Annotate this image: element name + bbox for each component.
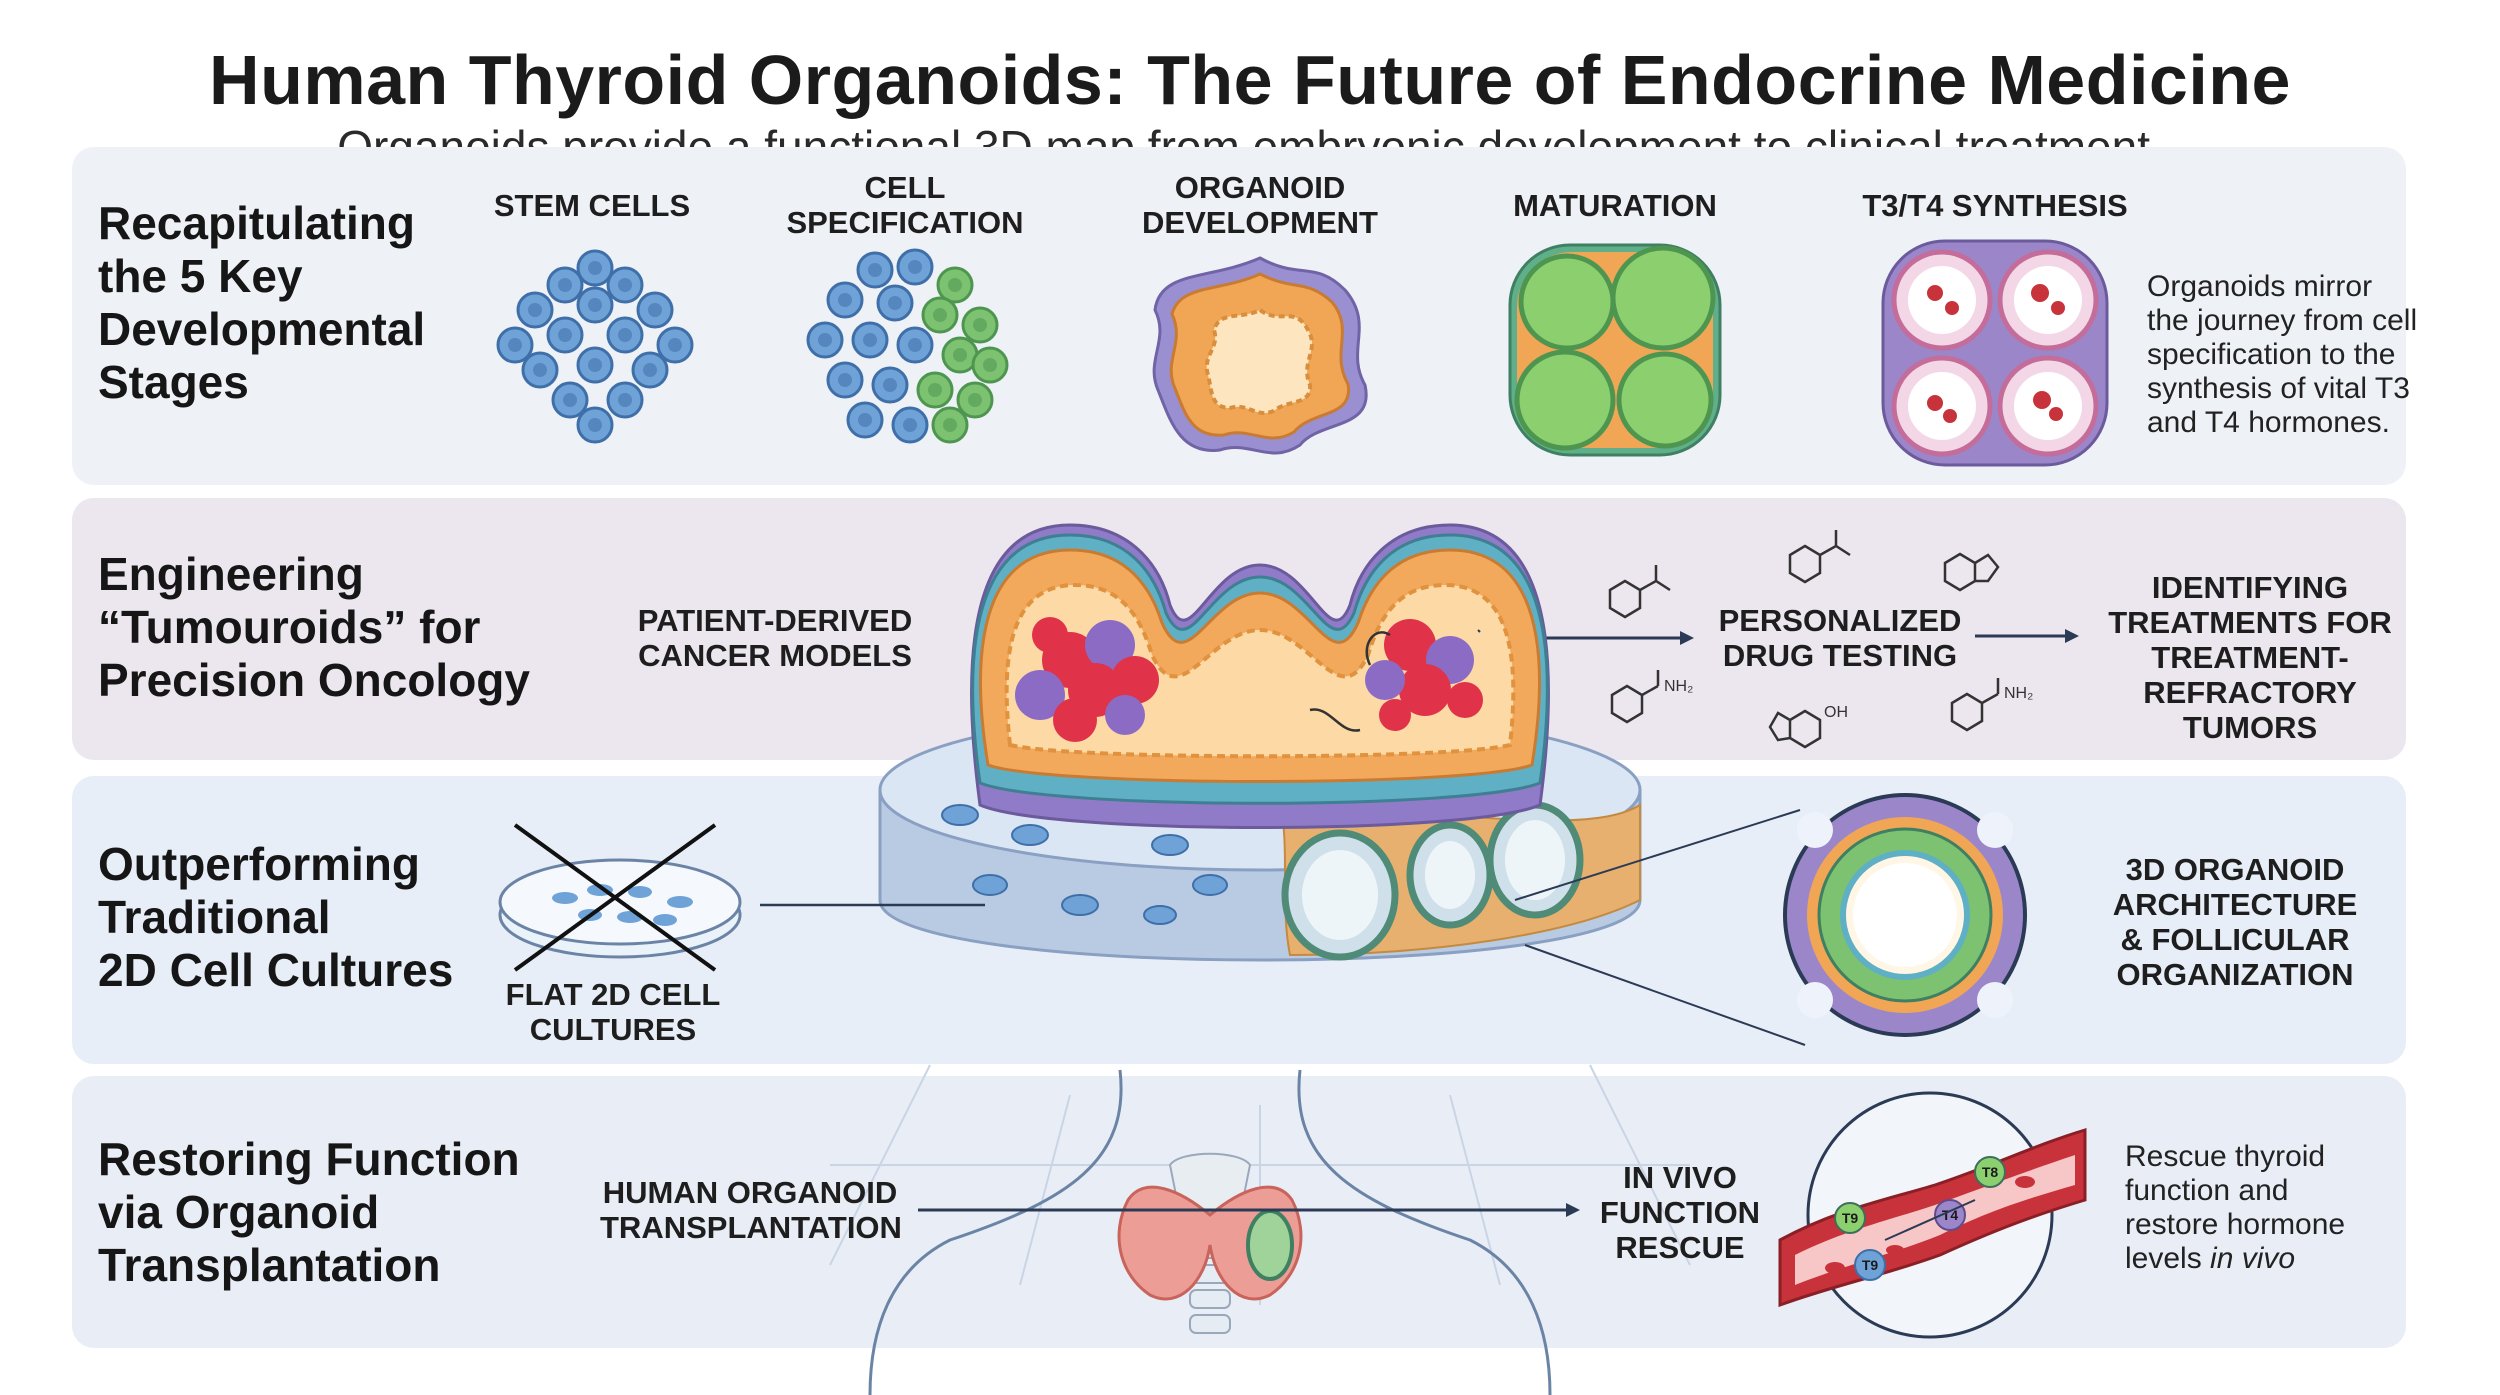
personalized-drug-testing-label: PERSONALIZED DRUG TESTING (1718, 603, 1962, 673)
chem-label-amide-1: NH₂ (1664, 678, 1693, 695)
cell-nucleus (888, 296, 902, 310)
stage-label-organoid-development: ORGANOID DEVELOPMENT (1142, 170, 1378, 240)
cultures-row-title: Outperforming Traditional 2D Cell Cultur… (98, 838, 454, 996)
human-organoid-transplantation-label: HUMAN ORGANOID TRANSPLANTATION (600, 1175, 902, 1245)
cell-nucleus (618, 278, 632, 292)
petri-dish-crossed-illustration (498, 823, 742, 972)
cell-nucleus (618, 328, 632, 342)
cell-nucleus (528, 303, 542, 317)
cell-nucleus (973, 318, 987, 332)
transplant-row-title: Restoring Function via Organoid Transpla… (98, 1133, 520, 1291)
cell-nucleus (968, 393, 982, 407)
cell-nucleus (903, 418, 917, 432)
transplant-note-italic: in vivo (2210, 1242, 2296, 1275)
3d-organoid-architecture-label: 3D ORGANOID ARCHITECTURE & FOLLICULAR OR… (2112, 852, 2358, 992)
cell-nucleus (883, 378, 897, 392)
cell-nucleus (868, 263, 882, 277)
cell-nucleus (563, 393, 577, 407)
oncology-row-title: Engineering “Tumouroids” for Precision O… (98, 548, 530, 706)
flat-2d-cultures-label: FLAT 2D CELL CULTURES (505, 977, 721, 1047)
development-row-title: Recapitulating the 5 Key Developmental S… (98, 197, 426, 408)
cell-nucleus (558, 328, 572, 342)
cell-nucleus (908, 260, 922, 274)
hormone-label-t4: T4 (1942, 1207, 1959, 1223)
cell-nucleus (558, 278, 572, 292)
cell-nucleus (588, 418, 602, 432)
stage-label-t3-t4-synthesis: T3/T4 SYNTHESIS (1862, 188, 2128, 223)
t3-t4-synthesis-illustration (1881, 239, 2109, 467)
cell-nucleus (948, 278, 962, 292)
follicle-cross-section-illustration (1783, 793, 2027, 1037)
cell-nucleus (588, 358, 602, 372)
cell-nucleus (943, 418, 957, 432)
hormone-label-t9-b: T9 (1862, 1257, 1879, 1273)
development-note: Organoids mirror the journey from cell s… (2147, 270, 2418, 439)
stage-label-maturation: MATURATION (1513, 188, 1717, 223)
transplant-note-main: Rescue thyroid function and restore horm… (2125, 1140, 2346, 1275)
cell-nucleus (588, 261, 602, 275)
cell-nucleus (838, 293, 852, 307)
cell-nucleus (933, 308, 947, 322)
blood-vessel-illustration: T8 T4 T9 T9 (1778, 1091, 2087, 1339)
cell-nucleus (648, 303, 662, 317)
chem-label-hydroxyl: OH (1824, 704, 1848, 721)
stage-label-cell-specification: CELL SPECIFICATION (786, 170, 1024, 240)
drug-molecules-illustration: NH₂ NH₂ OH (1608, 530, 2033, 749)
cell-nucleus (818, 333, 832, 347)
neck-thyroid-illustration (868, 1069, 1552, 1395)
cell-nucleus (858, 413, 872, 427)
organoid-development-illustration (1152, 256, 1368, 455)
patient-derived-label: PATIENT-DERIVED CANCER MODELS (637, 603, 913, 673)
transplant-note: Rescue thyroid function and restore horm… (2125, 1140, 2345, 1276)
cell-nucleus (908, 338, 922, 352)
2d-culture-pointer-line (760, 903, 985, 907)
cell-nucleus (588, 298, 602, 312)
cell-nucleus (928, 383, 942, 397)
cell-nucleus (508, 338, 522, 352)
result-arrow (1975, 629, 2079, 643)
hormone-label-t9-a: T9 (1842, 1210, 1859, 1226)
page-title: Human Thyroid Organoids: The Future of E… (209, 41, 2291, 119)
follicle-zoom-lines (1514, 809, 1806, 1046)
cell-nucleus (863, 333, 877, 347)
cell-nucleus (618, 393, 632, 407)
cell-nucleus (643, 363, 657, 377)
cell-nucleus (953, 348, 967, 362)
stage-label-stem-cells: STEM CELLS (493, 188, 691, 223)
cell-nucleus (533, 363, 547, 377)
cell-nucleus (983, 358, 997, 372)
maturation-illustration (1508, 243, 1722, 457)
refractory-treatments-label: IDENTIFYING TREATMENTS FOR TREATMENT- RE… (2108, 570, 2392, 745)
chem-label-amide-2: NH₂ (2004, 685, 2033, 702)
cell-specification-illustration (806, 248, 1009, 444)
stem-cells-illustration (496, 249, 694, 444)
in-vivo-rescue-label: IN VIVO FUNCTION RESCUE (1599, 1160, 1761, 1265)
cell-nucleus (838, 373, 852, 387)
transplant-arrow (918, 1203, 1580, 1217)
central-organoid-illustration (829, 523, 1691, 1305)
cell-nucleus (668, 338, 682, 352)
hormone-label-t8: T8 (1982, 1164, 1999, 1180)
